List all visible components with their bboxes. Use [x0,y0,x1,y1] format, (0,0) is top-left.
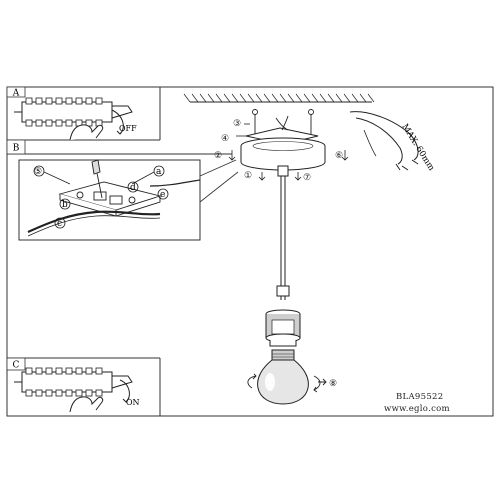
model-code: BLA95522 [396,392,444,402]
section-b: B ⑤ a b c d e [6,139,239,241]
switch-on-label: ON [126,398,140,407]
step-marker-3: ③ [233,119,241,129]
screwdriver-icon [91,159,103,199]
light-bulb [257,349,309,405]
main-frame [6,86,494,417]
power-cable [27,210,161,234]
section-b-letter: B [13,144,20,154]
ceiling [183,93,375,103]
step-marker-1: ① [244,171,252,181]
section-c: C ON [6,357,161,416]
terminal-block-c [14,367,133,397]
section-b-tab [6,139,26,155]
terminal-block-a [14,97,133,127]
step-marker-4: ④ [221,134,229,144]
step-markers: ① ② ③ ④ ⑥ ⑦ ⑧ [214,119,343,389]
hand-icon [69,396,104,413]
ceiling-cup [240,137,326,171]
section-c-letter: C [13,361,20,371]
detail-callouts: ⑤ a b c d e [34,167,165,229]
step-marker-7: ⑦ [303,173,311,183]
lamp-socket [265,309,301,347]
switch-off-label: OFF [119,124,137,133]
cable-max-length-label: MAX. 60mm [399,122,436,172]
callout-e: e [160,190,165,200]
hand-icon [69,124,104,141]
bulb-rotate-arrow-icon [247,373,327,393]
website-url[interactable]: www.eglo.com [384,404,450,414]
section-a: A OFF [6,86,161,141]
callout-5: ⑤ [34,167,42,177]
callout-d: d [130,183,136,193]
terminal-bracket [58,181,162,217]
section-a-tab [6,86,26,98]
section-c-tab [6,357,26,371]
callout-c: c [57,219,62,229]
suspension-rod [276,165,290,300]
step-marker-6: ⑥ [335,151,343,161]
section-a-letter: A [12,89,20,99]
step-marker-2: ② [214,151,222,161]
cable-length-detail [349,111,419,171]
step-marker-8: ⑧ [329,379,337,389]
callout-a: a [156,167,162,177]
callout-b: b [62,200,68,210]
